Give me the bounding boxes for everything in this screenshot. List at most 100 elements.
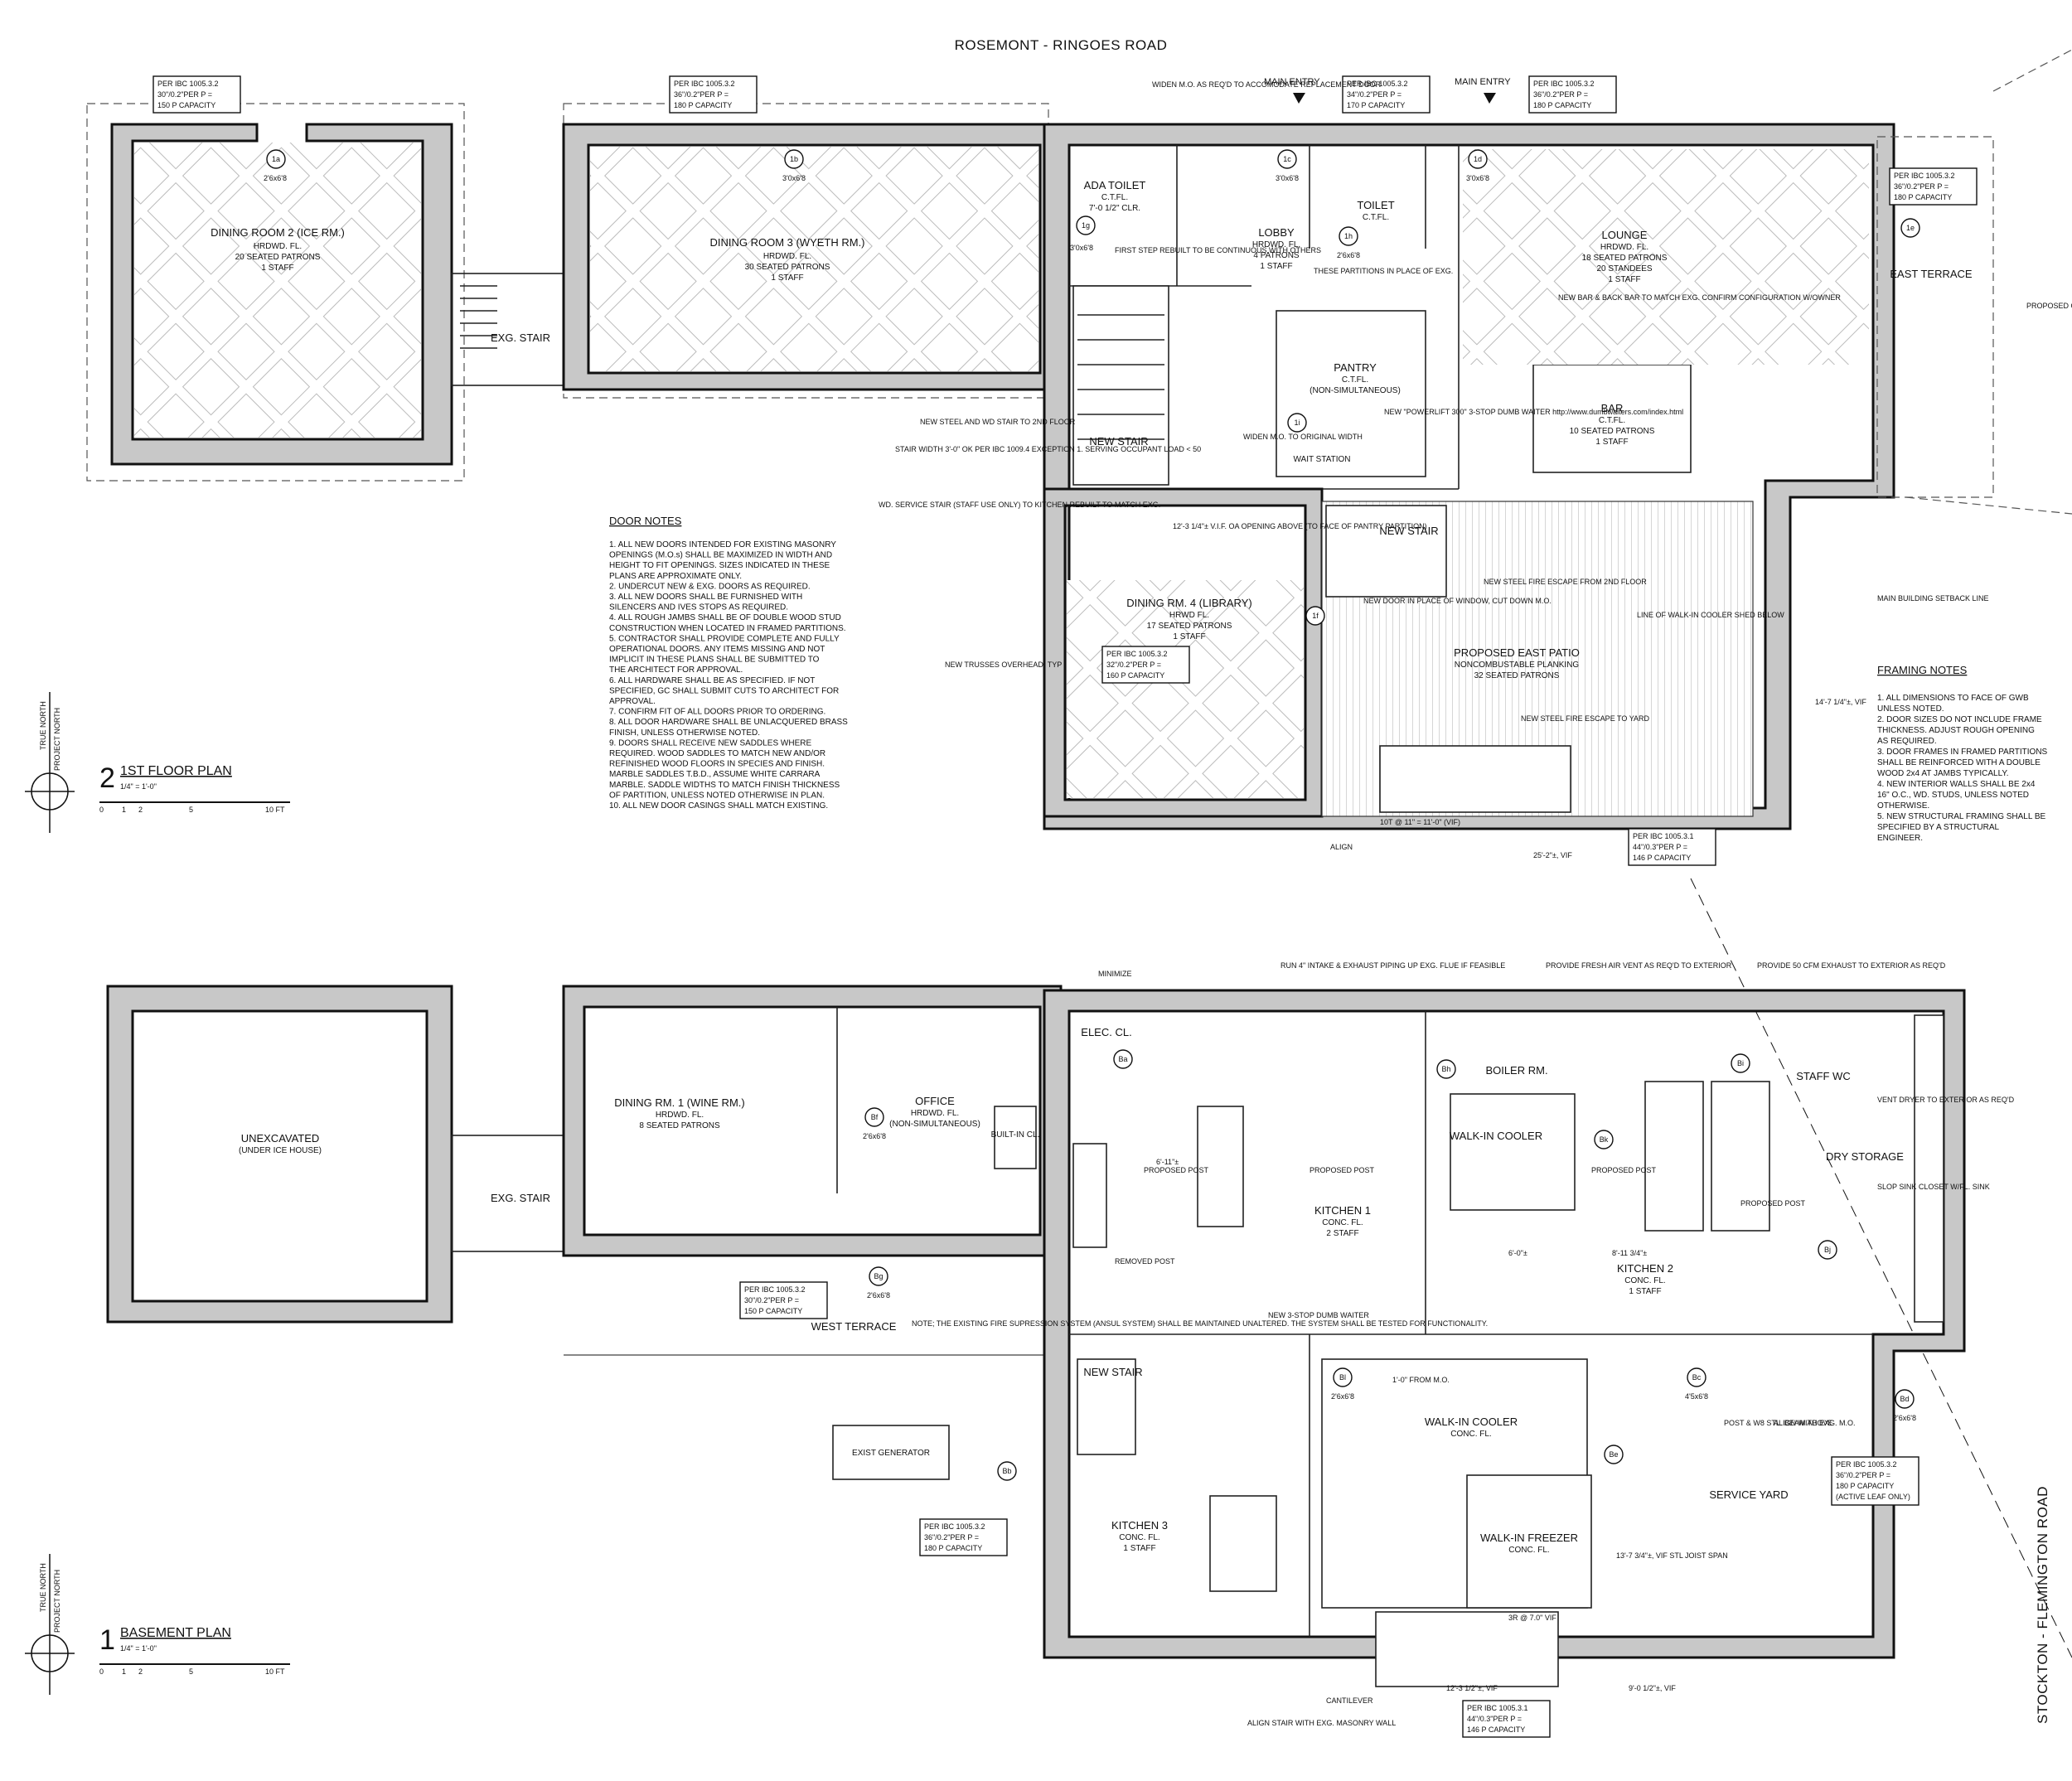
scale-tick: 2 [138, 1667, 143, 1676]
capacity-boxes-1f: PER IBC 1005.3.230"/0.2"PER P =150 P CAP… [152, 75, 1978, 866]
basement-plan-number: 1 [99, 1624, 115, 1656]
dining2-floor [134, 143, 421, 438]
capacity-box: PER IBC 1005.3.236"/0.2"PER P =180 P CAP… [1889, 167, 1978, 206]
dining3-staff: 1 STAFF [771, 273, 803, 283]
west-terrace-name: WEST TERRACE [811, 1320, 897, 1333]
office-note: (NON-SIMULTANEOUS) [889, 1120, 980, 1129]
dimension-kitchen1: 6'-11"± [1156, 1158, 1179, 1166]
note-line: 10. ALL NEW DOOR CASINGS SHALL MATCH EXI… [609, 801, 828, 811]
note-line: APPROVAL. [609, 697, 656, 706]
svg-text:1d: 1d [1474, 155, 1482, 163]
capacity-boxes-basement: PER IBC 1005.3.230"/0.2"PER P =150 P CAP… [739, 1281, 1920, 1738]
door-tag: Bd2'6x6'8 [1893, 1389, 1916, 1422]
capacity-box: PER IBC 1005.3.232"/0.2"PER P =160 P CAP… [1101, 646, 1190, 684]
note-line: 1. ALL NEW DOORS INTENDED FOR EXISTING M… [609, 540, 836, 549]
svg-text:36"/0.2"PER P =: 36"/0.2"PER P = [674, 90, 729, 99]
library-name: DINING RM. 4 (LIBRARY) [1126, 597, 1251, 609]
note-line: 7. CONFIRM FIT OF ALL DOORS PRIOR TO ORD… [609, 708, 825, 717]
true-north-label: TRUE NORTH [39, 701, 47, 750]
lounge-floor [1463, 149, 1869, 365]
callout-porch: PROPOSED ORCH COLU [2026, 302, 2072, 310]
svg-text:PER IBC 1005.3.2: PER IBC 1005.3.2 [1106, 650, 1168, 658]
capacity-box: PER IBC 1005.3.230"/0.2"PER P =150 P CAP… [739, 1281, 828, 1319]
range [1072, 1143, 1107, 1248]
svg-text:4'5x6'8: 4'5x6'8 [1685, 1392, 1708, 1401]
note-line: AS REQUIRED. [1877, 737, 1937, 746]
new-stair-patio [1325, 505, 1447, 598]
main-entry-2: MAIN ENTRY [1455, 77, 1511, 87]
door-tag: 1d3'0x6'8 [1466, 149, 1489, 182]
callout-steel-stair: NEW STEEL AND WD STAIR TO 2ND FLOOR [920, 418, 1076, 426]
door-tag: Bk [1594, 1130, 1614, 1149]
callout-proposed-post-1: PROPOSED POST [1144, 1166, 1209, 1174]
dimension-risers: 3R @ 7.0" VIF [1508, 1614, 1556, 1622]
note-line: UNLESS NOTED. [1877, 704, 1944, 714]
framing-notes: FRAMING NOTES 1. ALL DIMENSIONS TO FACE … [1877, 664, 2048, 843]
note-line: 6. ALL HARDWARE SHALL BE AS SPECIFIED. I… [609, 676, 815, 685]
svg-text:2'6x6'8: 2'6x6'8 [867, 1291, 890, 1299]
east-terrace-name: EAST TERRACE [1890, 268, 1973, 280]
svg-text:36"/0.2"PER P =: 36"/0.2"PER P = [1894, 182, 1949, 191]
svg-text:Bd: Bd [1900, 1395, 1909, 1403]
wine-room-name: DINING RM. 1 (WINE RM.) [614, 1096, 744, 1109]
north-arrow-1f: TRUE NORTH PROJECT NORTH [25, 692, 75, 833]
door-notes: DOOR NOTES 1. ALL NEW DOORS INTENDED FOR… [609, 515, 848, 811]
callout-slop-sink: SLOP SINK CLOSET W/FL. SINK [1877, 1183, 1990, 1191]
note-line: 5. NEW STRUCTURAL FRAMING SHALL BE [1877, 812, 2046, 821]
svg-text:150 P CAPACITY: 150 P CAPACITY [157, 101, 215, 109]
svg-text:36"/0.2"PER P =: 36"/0.2"PER P = [924, 1533, 979, 1541]
first-floor-plan [86, 49, 2072, 1658]
callouts-basement: NOTE; THE EXISTING FIRE SUPRESSION SYSTE… [912, 961, 2015, 1727]
lounge-patrons: 18 SEATED PATRONS [1582, 254, 1668, 263]
door-tag: 1i [1287, 413, 1307, 433]
note-line: 5. CONTRACTOR SHALL PROVIDE COMPLETE AND… [609, 634, 840, 643]
scale-tick: 0 [99, 1667, 104, 1676]
lounge-staff: 1 STAFF [1608, 275, 1640, 284]
basement-scale: 1/4" = 1'-0" [120, 1644, 157, 1653]
lounge-floor-label: HRDWD. FL. [1600, 243, 1648, 252]
built-in-closet [994, 1106, 1037, 1169]
callout-stair-width: STAIR WIDTH 3'-0" OK PER IBC 1009.4 EXCE… [895, 445, 1201, 453]
svg-text:2'6x6'8: 2'6x6'8 [1331, 1392, 1354, 1401]
svg-text:PER IBC 1005.3.1: PER IBC 1005.3.1 [1633, 832, 1694, 840]
callout-widen-mo: WIDEN M.O. AS REQ'D TO ACCOMODATE REPLAC… [1152, 80, 1382, 89]
toilet-floor: C.T.FL. [1363, 213, 1389, 222]
scale-tick: 1 [122, 806, 126, 814]
callout-new-door: NEW DOOR IN PLACE OF WINDOW, CUT DOWN M.… [1363, 597, 1552, 605]
svg-text:180 P CAPACITY: 180 P CAPACITY [674, 101, 732, 109]
toilet-name: TOILET [1357, 199, 1394, 211]
bar-name: BAR [1601, 402, 1624, 414]
dining2-outline [86, 103, 465, 482]
callout-proposed-post-3: PROPOSED POST [1591, 1166, 1657, 1174]
dining3-name: DINING ROOM 3 (WYETH RM.) [709, 236, 864, 249]
callout-fire-escape-yard: NEW STEEL FIRE ESCAPE TO YARD [1521, 714, 1650, 723]
note-line: REQUIRED. WOOD SADDLES TO MATCH NEW AND/… [609, 749, 825, 758]
svg-text:1h: 1h [1344, 232, 1353, 240]
note-line: IMPLICIT IN THESE PLANS SHALL BE SUBMITT… [609, 656, 820, 665]
callout-fresh-air: PROVIDE FRESH AIR VENT AS REQ'D TO EXTER… [1546, 961, 1732, 970]
svg-text:36"/0.2"PER P =: 36"/0.2"PER P = [1533, 90, 1588, 99]
exg-stair-name-basement: EXG. STAIR [491, 1192, 550, 1204]
callout-fire-note: NOTE; THE EXISTING FIRE SUPRESSION SYSTE… [912, 1319, 1488, 1328]
svg-text:36"/0.2"PER P =: 36"/0.2"PER P = [1836, 1471, 1890, 1479]
note-line: HEIGHT TO FIT OPENINGS. SIZES INDICATED … [609, 561, 830, 570]
lobby-patrons: 4 PATRONS [1253, 251, 1300, 260]
svg-text:Bc: Bc [1692, 1373, 1702, 1382]
new-stair-name-1f: NEW STAIR [1089, 435, 1148, 448]
capacity-box: PER IBC 1005.3.144"/0.3"PER P =146 P CAP… [1462, 1700, 1551, 1738]
note-line: THE ARCHITECT FOR APPROVAL. [609, 665, 743, 675]
library-floor [1067, 580, 1304, 798]
bar-floor: C.T.FL. [1599, 416, 1625, 425]
scale-tick: 10 FT [265, 1667, 285, 1676]
door-tag: Bl2'6x6'8 [1331, 1367, 1354, 1401]
svg-text:Bi: Bi [1737, 1059, 1744, 1067]
main-entry-arrow-2 [1484, 93, 1496, 104]
callout-vent-dryer: VENT DRYER TO EXTERIOR AS REQ'D [1877, 1096, 2015, 1104]
generator-box [832, 1425, 950, 1480]
dining3-floor [590, 147, 1038, 371]
callout-trusses: NEW TRUSSES OVERHEAD, TYP [945, 661, 1062, 669]
svg-text:3'0x6'8: 3'0x6'8 [782, 174, 806, 182]
capacity-box: PER IBC 1005.3.236"/0.2"PER P =180 P CAP… [1831, 1456, 1920, 1506]
door-tag: 1f [1305, 606, 1325, 626]
office-name: OFFICE [915, 1095, 955, 1107]
